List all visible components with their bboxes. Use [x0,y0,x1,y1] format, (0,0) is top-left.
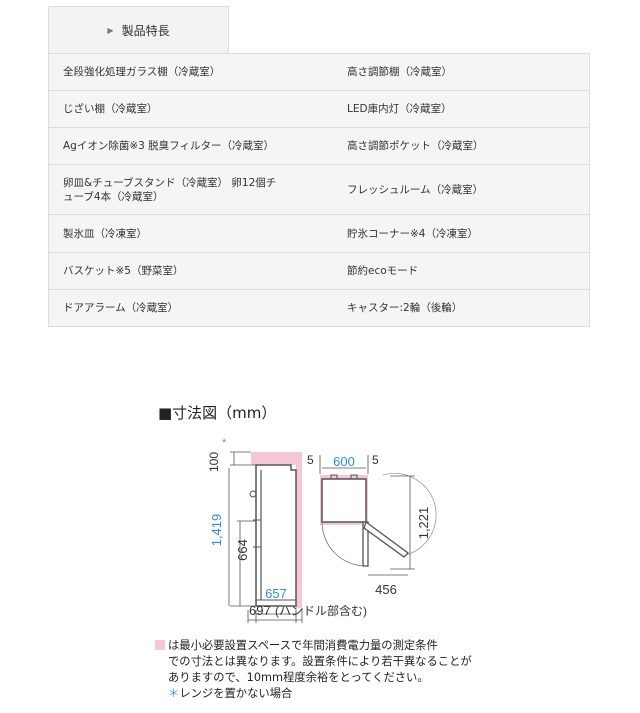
feature-cell: ドアアラーム（冷蔵室） [48,289,319,327]
tab-product-features[interactable]: ▶ 製品特長 [48,6,229,53]
note-line: は最小必要設置スペースで年間消費電力量の測定条件 [155,638,495,654]
dimension-diagram: ■寸法図（mm） [150,398,510,708]
svg-text:664: 664 [235,539,250,561]
svg-text:5: 5 [307,453,314,467]
feature-cell: LED庫内灯（冷蔵室） [319,90,590,128]
note-star-line: ＊レンジを置かない場合 [168,687,293,700]
feature-cell: 製氷皿（冷凍室） [48,214,319,253]
feature-cell: 全段強化処理ガラス棚（冷蔵室） [48,53,319,91]
table-row: Agイオン除菌※3 脱臭フィルター（冷蔵室） 高さ調節ポケット（冷蔵室） [48,127,590,165]
svg-text:456: 456 [375,582,397,597]
note-line: ありますので、10mm程度余裕をとってください。 [168,671,429,684]
table-row: バスケット※5（野菜室） 節約ecoモード [48,252,590,290]
product-features-section: ▶ 製品特長 全段強化処理ガラス棚（冷蔵室） 高さ調節棚（冷蔵室） じざい棚（冷… [48,6,590,327]
table-row: 卵皿&チューブスタンド（冷蔵室） 卵12個チューブ4本（冷蔵室） フレッシュルー… [48,164,590,215]
feature-cell: 高さ調節ポケット（冷蔵室） [319,127,590,165]
diagram-title: ■寸法図（mm） [158,404,277,422]
table-row: ドアアラーム（冷蔵室） キャスター:2輪（後輪） [48,289,590,327]
feature-cell: フレッシュルーム（冷蔵室） [319,164,590,215]
table-row: 全段強化処理ガラス棚（冷蔵室） 高さ調節棚（冷蔵室） [48,53,590,91]
feature-cell: バスケット※5（野菜室） [48,252,319,290]
table-row: じざい棚（冷蔵室） LED庫内灯（冷蔵室） [48,90,590,128]
feature-cell: 節約ecoモード [319,252,590,290]
feature-cell: 高さ調節棚（冷蔵室） [319,53,590,91]
features-table: 全段強化処理ガラス棚（冷蔵室） 高さ調節棚（冷蔵室） じざい棚（冷蔵室） LED… [48,53,590,327]
tab-label: 製品特長 [121,23,170,38]
feature-cell: 卵皿&チューブスタンド（冷蔵室） 卵12個チューブ4本（冷蔵室） [48,164,319,215]
svg-text:*: * [222,437,227,449]
svg-text:1,419: 1,419 [209,514,224,547]
asterisk-icon: ＊ [168,687,180,700]
feature-cell: キャスター:2輪（後輪） [319,289,590,327]
svg-text:100: 100 [207,452,221,472]
svg-text:(ハンドル部含む): (ハンドル部含む) [275,603,367,618]
dimension-note: は最小必要設置スペースで年間消費電力量の測定条件 での寸法とは異なります。設置条… [155,638,495,702]
svg-text:1,221: 1,221 [416,507,431,540]
fridge-dimension-drawing: 100 * 1,419 664 657 5 60 [207,437,437,623]
feature-cell: じざい棚（冷蔵室） [48,90,319,128]
note-line: での寸法とは異なります。設置条件により若干異なることが [168,655,472,668]
feature-cell: 貯氷コーナー※4（冷凍室） [319,214,590,253]
svg-text:697: 697 [249,603,271,618]
table-row: 製氷皿（冷凍室） 貯氷コーナー※4（冷凍室） [48,214,590,253]
feature-cell: Agイオン除菌※3 脱臭フィルター（冷蔵室） [48,127,319,165]
svg-text:5: 5 [372,453,379,467]
triangle-right-icon: ▶ [107,25,114,35]
pink-clearance-swatch [155,640,165,650]
svg-text:600: 600 [333,454,355,469]
svg-text:657: 657 [265,586,287,601]
